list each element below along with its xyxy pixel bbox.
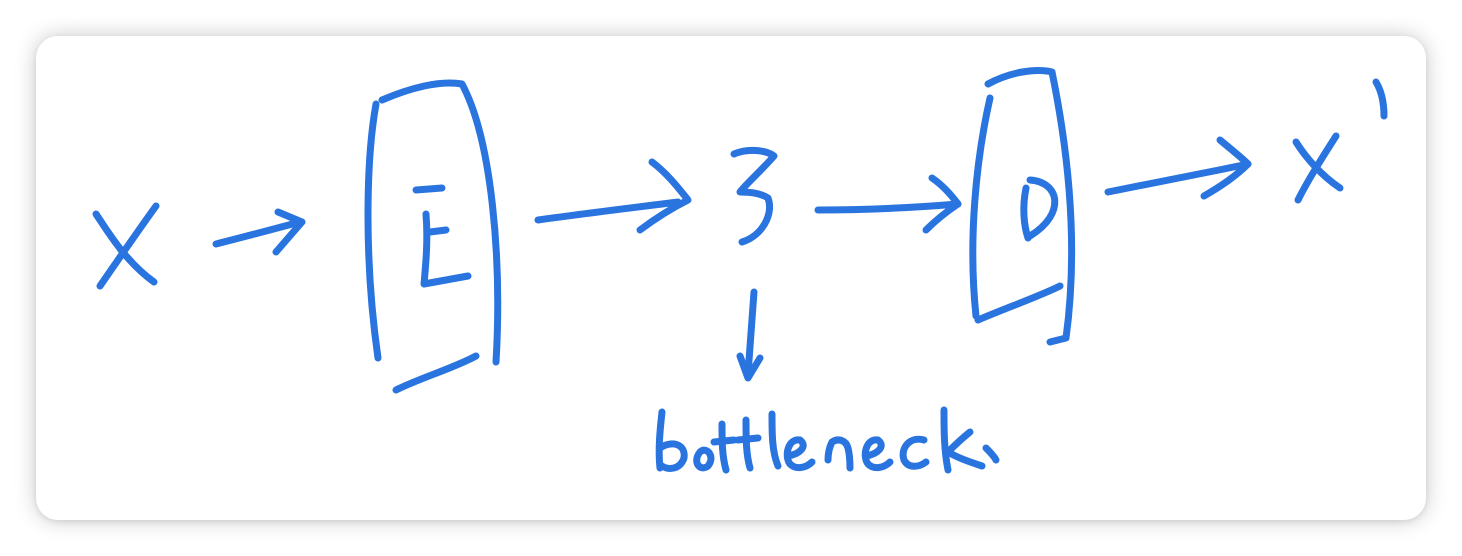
decoder-box [969,67,1076,346]
arrow-encoder-to-z [534,158,692,234]
bottleneck-handwriting [655,406,1000,474]
decoder-letter-d [1020,176,1059,242]
latent-z [730,146,778,246]
encoder-letter-e [412,184,472,288]
encoder-box [364,79,502,394]
arrow-z-to-decoder [814,174,962,234]
arrow-x-to-encoder [212,208,306,256]
output-x-prime [1292,78,1388,204]
arrow-z-to-bottleneck [736,288,764,382]
arrow-decoder-to-output [1104,136,1252,200]
input-x [92,202,160,290]
